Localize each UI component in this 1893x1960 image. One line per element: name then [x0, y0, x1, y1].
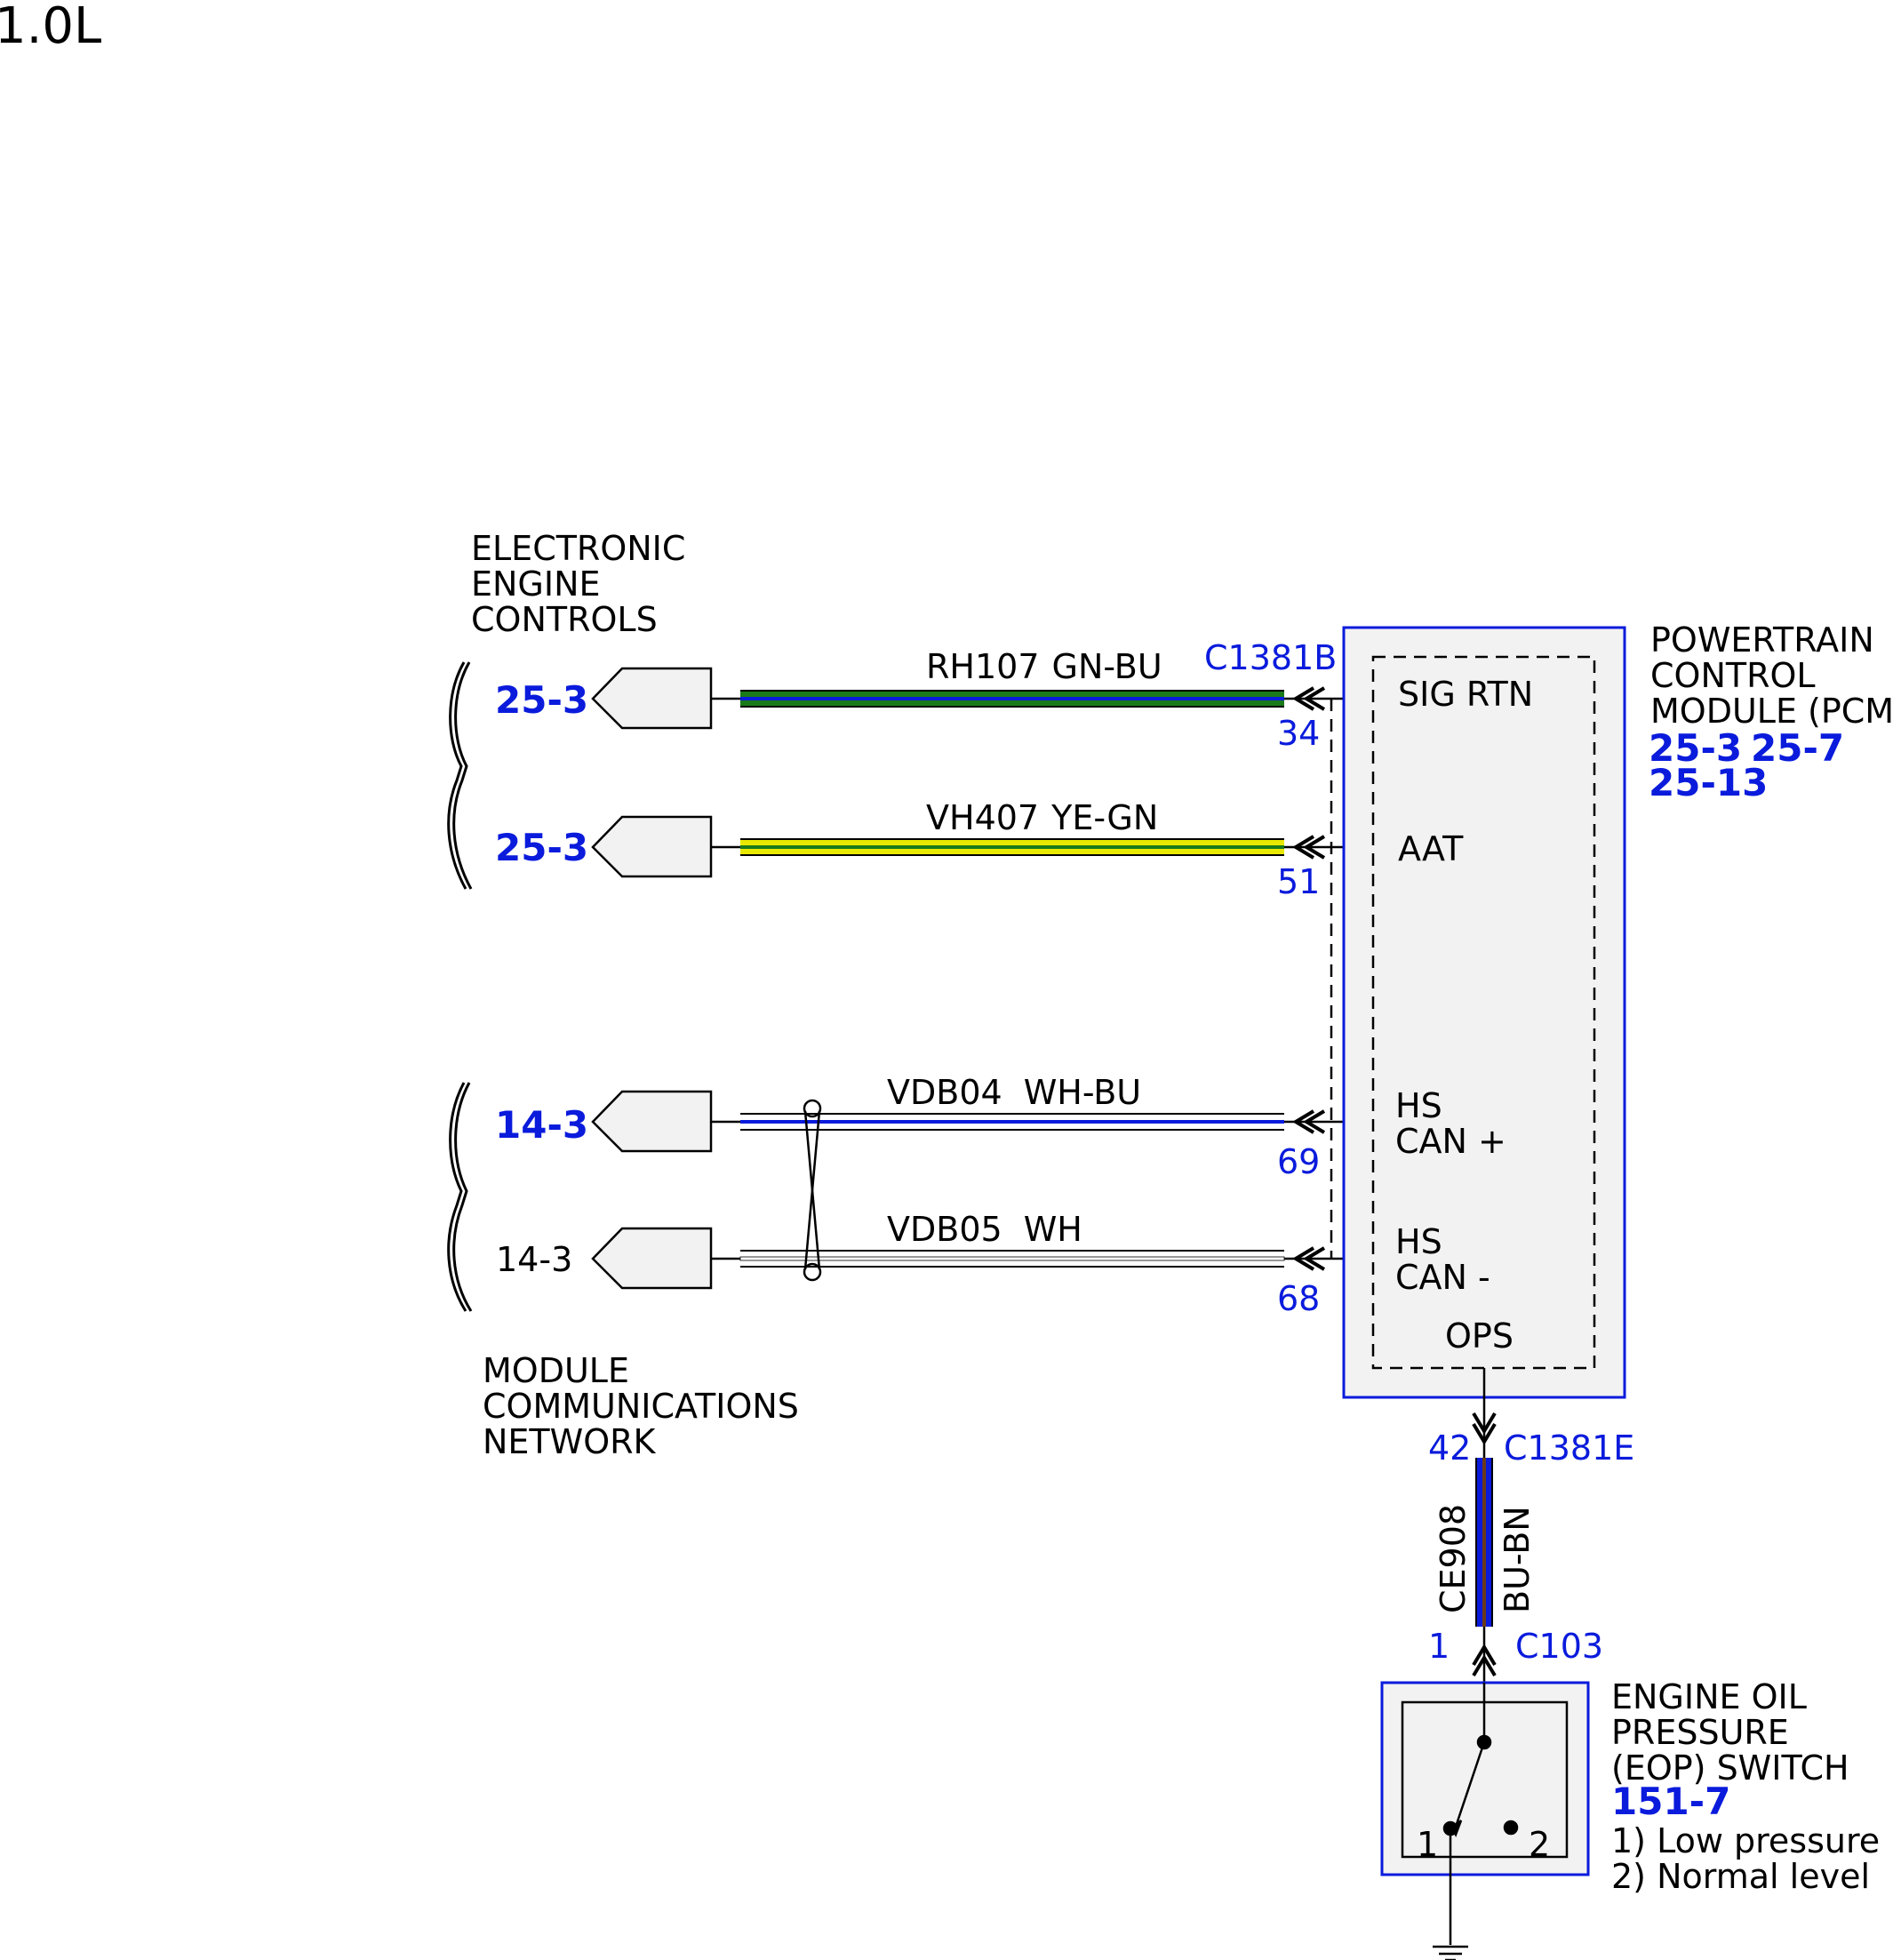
pin-68: 68 — [1277, 1279, 1320, 1318]
switch-pos-1: 1 — [1417, 1825, 1438, 1864]
connector-stubs — [711, 697, 740, 1260]
connector-shape-3 — [591, 1090, 713, 1153]
pin-1: 1 — [1428, 1627, 1450, 1666]
svg-text:CONTROLS: CONTROLS — [471, 600, 658, 639]
page-ref-4: 14-3 — [496, 1240, 572, 1279]
brace-engine-controls — [447, 661, 473, 890]
connector-shape-1 — [591, 667, 713, 730]
svg-text:(EOP) SWITCH: (EOP) SWITCH — [1611, 1748, 1849, 1788]
wire-ce908[interactable] — [1475, 1458, 1493, 1627]
switch-contact-icon — [1442, 1683, 1519, 1945]
wire-vdb04[interactable] — [740, 1113, 1284, 1131]
wire-vdb05[interactable] — [739, 1250, 1285, 1268]
module-network-label: MODULE COMMUNICATIONS NETWORK — [483, 1351, 799, 1461]
engine-controls-label: ELECTRONIC ENGINE CONTROLS — [471, 529, 685, 639]
svg-text:ENGINE: ENGINE — [471, 564, 601, 604]
wire-vh407[interactable] — [740, 838, 1284, 856]
svg-text:NETWORK: NETWORK — [483, 1422, 657, 1461]
svg-text:MODULE (PCM): MODULE (PCM) — [1650, 692, 1893, 731]
svg-text:ELECTRONIC: ELECTRONIC — [471, 529, 685, 568]
connector-shape-2 — [591, 815, 713, 878]
svg-text:MODULE: MODULE — [483, 1351, 629, 1390]
c1381e-arrow — [1472, 1412, 1497, 1445]
c103-arrow — [1472, 1644, 1497, 1677]
pcm-ref-2[interactable]: 25-7 — [1751, 726, 1844, 770]
signal-hs-can-minus-1: HS — [1395, 1222, 1442, 1261]
connector-c1381e[interactable]: C1381E — [1504, 1428, 1634, 1468]
page-ref-2[interactable]: 25-3 — [495, 826, 588, 869]
svg-text:POWERTRAIN: POWERTRAIN — [1650, 620, 1874, 660]
svg-text:CONTROL: CONTROL — [1650, 656, 1816, 695]
pin-69: 69 — [1277, 1142, 1320, 1181]
eop-ref[interactable]: 151-7 — [1611, 1780, 1730, 1823]
pcm-ref-3[interactable]: 25-13 — [1649, 761, 1768, 804]
switch-pos-2: 2 — [1529, 1825, 1550, 1864]
ground-icon — [1433, 1945, 1468, 1960]
signal-hs-can-plus-1: HS — [1395, 1086, 1442, 1125]
pcm-ref-1[interactable]: 25-3 — [1649, 726, 1742, 770]
signal-sig-rtn: SIG RTN — [1398, 675, 1533, 714]
wire-rh107[interactable] — [740, 690, 1284, 708]
brace-module-network — [447, 1082, 473, 1312]
eop-note-2: 2) Normal level — [1611, 1857, 1870, 1896]
pin-42: 42 — [1428, 1428, 1471, 1468]
wire-ce908-color: BU-BN — [1498, 1506, 1537, 1613]
connector-shape-4 — [591, 1227, 713, 1290]
eop-note-1: 1) Low pressure — [1611, 1821, 1880, 1860]
svg-text:ENGINE OIL: ENGINE OIL — [1611, 1677, 1807, 1716]
svg-text:COMMUNICATIONS: COMMUNICATIONS — [483, 1387, 799, 1426]
pcm-pin-arrows — [1292, 686, 1326, 1271]
pcm-name: POWERTRAIN CONTROL MODULE (PCM) — [1650, 620, 1893, 731]
pin-34: 34 — [1277, 714, 1320, 753]
pin-51: 51 — [1277, 862, 1320, 901]
connector-shapes — [591, 667, 713, 1290]
page-ref-1[interactable]: 25-3 — [495, 678, 588, 722]
twisted-pair-icon — [803, 1099, 822, 1282]
connector-c103[interactable]: C103 — [1515, 1627, 1603, 1666]
svg-text:PRESSURE: PRESSURE — [1611, 1713, 1789, 1752]
signal-ops: OPS — [1445, 1316, 1514, 1356]
page-ref-3[interactable]: 14-3 — [495, 1103, 588, 1147]
signal-hs-can-minus-2: CAN - — [1395, 1258, 1490, 1297]
page-title: 1.0L — [0, 0, 101, 55]
connector-c1381b[interactable]: C1381B — [1204, 638, 1337, 677]
signal-aat: AAT — [1398, 829, 1464, 868]
signal-hs-can-plus-2: CAN + — [1395, 1122, 1506, 1161]
wire-ce908-circuit: CE908 — [1434, 1504, 1473, 1613]
eop-name: ENGINE OIL PRESSURE (EOP) SWITCH — [1611, 1677, 1849, 1788]
